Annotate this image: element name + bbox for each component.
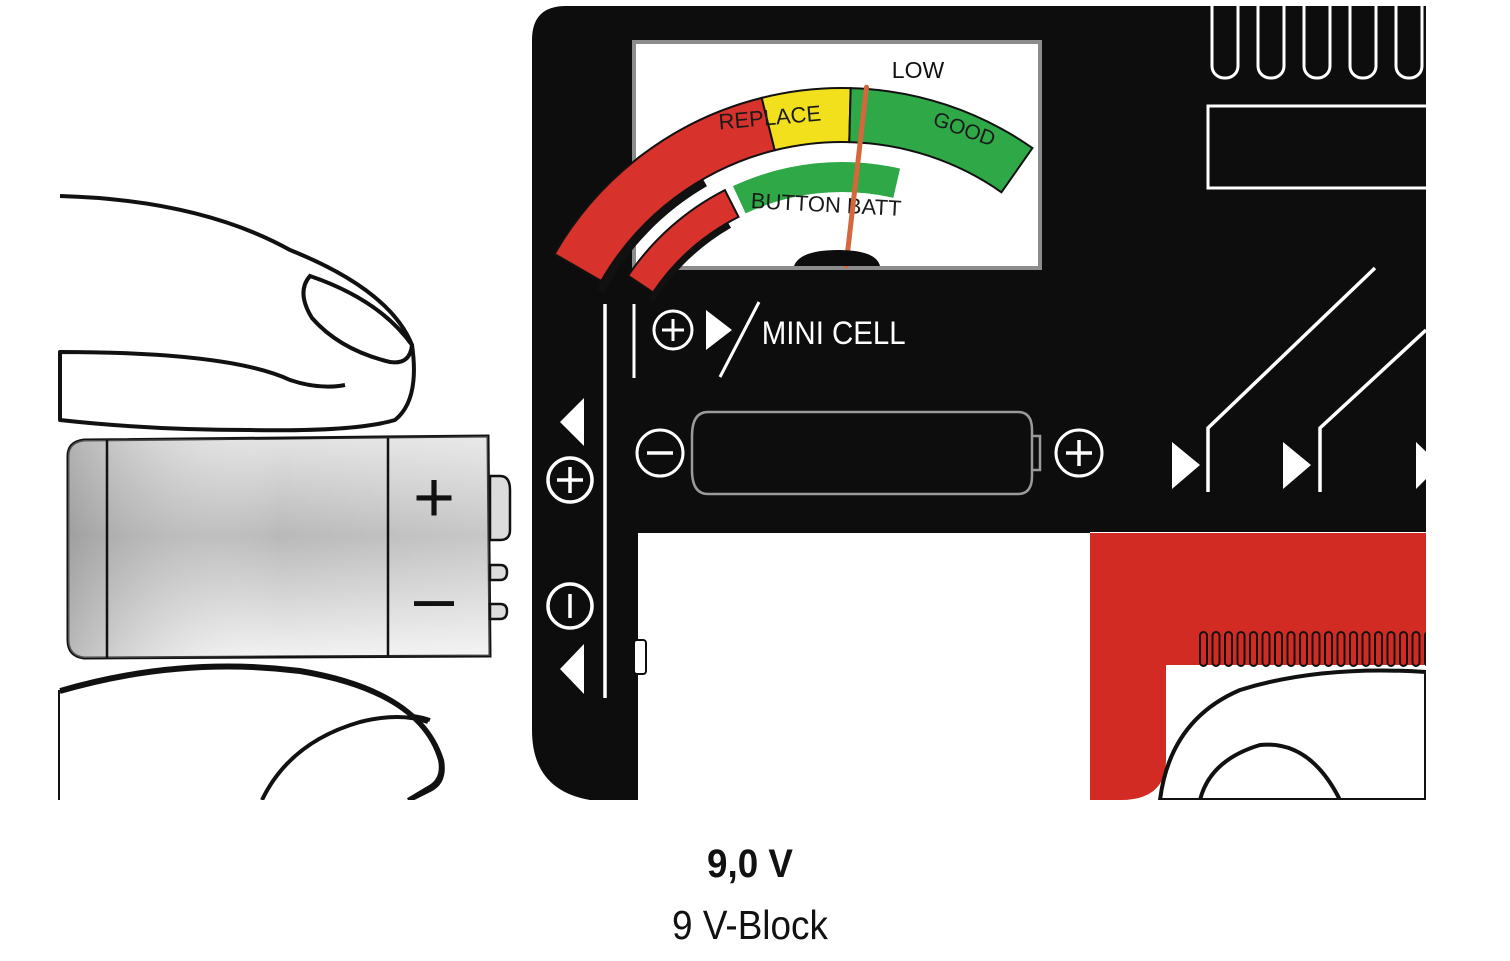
- top-slot: [1210, 0, 1240, 80]
- mini-cell-plus-icon: [652, 309, 694, 351]
- cell-slot-outline: [690, 410, 1034, 496]
- polarity-down-arrow: [560, 644, 584, 694]
- slider-tooth: [1411, 631, 1421, 667]
- slider-tooth: [1261, 631, 1271, 667]
- cell-plus-icon: [1054, 428, 1104, 478]
- slider-grip[interactable]: [1199, 631, 1445, 667]
- slider-tooth: [1311, 631, 1321, 667]
- slider-tooth: [1424, 631, 1426, 667]
- slider-tooth: [1299, 631, 1308, 667]
- slider-tooth: [1211, 631, 1221, 667]
- battery-9v[interactable]: + –: [66, 434, 512, 660]
- slider-tooth: [1361, 631, 1371, 667]
- mini-cell-label: MINI CELL: [762, 315, 906, 351]
- top-slot: [1394, 0, 1424, 80]
- test-slot-opening: [638, 533, 1090, 800]
- mini-cell-arrow-icon: [706, 310, 732, 350]
- slider-tooth: [1349, 631, 1358, 667]
- cell-slot-tip: [1032, 434, 1042, 472]
- voltage-caption: 9,0 V: [707, 842, 793, 886]
- top-slot: [1348, 0, 1378, 80]
- polarity-plus-icon: [546, 456, 594, 504]
- top-right-window: [1206, 104, 1426, 190]
- slider-tooth: [1274, 631, 1283, 667]
- battery-plus-symbol: +: [413, 458, 455, 538]
- fingernail: [301, 273, 415, 365]
- polarity-minus-icon: [546, 582, 594, 630]
- arrow-marker-1: [1172, 442, 1200, 489]
- mini-cell-slash: [718, 301, 761, 378]
- red-slider[interactable]: [1090, 533, 1426, 800]
- top-right-slots: [1210, 0, 1424, 80]
- arrow-marker-3: [1416, 442, 1426, 489]
- good-zone: [848, 87, 1034, 194]
- right-thumb: [1157, 668, 1426, 800]
- replace-shadow: [596, 179, 707, 294]
- slider-tooth: [1224, 631, 1233, 667]
- thumb-outline: [59, 665, 443, 800]
- battery-type-caption: 9 V-Block: [672, 902, 828, 948]
- slider-tooth: [1438, 632, 1445, 666]
- cell-minus-icon: [635, 428, 685, 478]
- slider-tooth: [1386, 631, 1396, 667]
- button-shadow: [648, 222, 731, 303]
- diagonal-contacts: [1206, 266, 1426, 492]
- top-slot: [1256, 0, 1286, 80]
- polarity-up-arrow: [560, 398, 584, 446]
- meter-needle: [843, 84, 869, 269]
- slider-tooth: [1374, 631, 1383, 667]
- slider-tooth: [1324, 631, 1333, 667]
- slider-tooth: [1286, 631, 1296, 667]
- battery-minus-symbol: –: [414, 558, 455, 638]
- top-slot: [1302, 0, 1332, 80]
- right-thumb-crease: [1198, 742, 1342, 800]
- slider-tooth: [1249, 631, 1258, 667]
- thumb-fill: [60, 667, 441, 800]
- contact-tab: [633, 639, 647, 675]
- slider-tooth: [1399, 631, 1408, 667]
- meter-scale: [553, 87, 1034, 303]
- finger-top: [58, 194, 416, 433]
- slider-tooth: [1236, 631, 1246, 667]
- arrow-marker-2: [1283, 442, 1311, 489]
- slider-tooth: [1199, 631, 1208, 667]
- meter-low-label: LOW: [892, 57, 945, 83]
- slider-tooth: [1336, 631, 1346, 667]
- meter-pivot: [794, 250, 880, 266]
